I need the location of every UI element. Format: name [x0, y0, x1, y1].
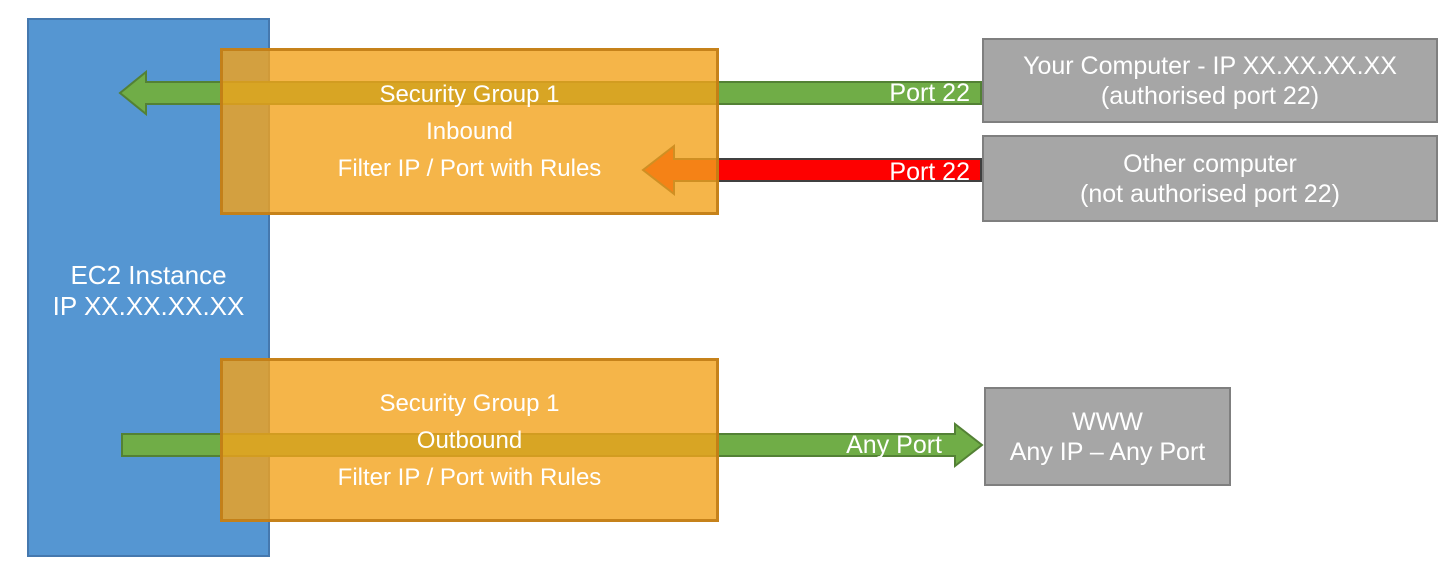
www-text: WWW Any IP – Any Port	[1010, 407, 1205, 467]
security-group-outbound-box: Security Group 1 Outbound Filter IP / Po…	[220, 358, 719, 522]
www-line2: Any IP – Any Port	[1009, 437, 1206, 466]
your-computer-line2: (authorised port 22)	[1100, 81, 1320, 110]
security-group-outbound-text: Security Group 1 Outbound Filter IP / Po…	[338, 385, 602, 496]
other-computer-text: Other computer (not authorised port 22)	[1080, 149, 1340, 209]
security-group-outbound-title: Security Group 1	[379, 389, 560, 417]
security-group-outbound-rule: Filter IP / Port with Rules	[337, 463, 602, 491]
ec2-instance-label: EC2 Instance IP XX.XX.XX.XX	[29, 260, 268, 322]
your-computer-text: Your Computer - IP XX.XX.XX.XX (authoris…	[1023, 51, 1397, 111]
security-group-inbound-rule: Filter IP / Port with Rules	[337, 155, 602, 182]
port22-allowed-label: Port 22	[889, 79, 970, 107]
your-computer-box: Your Computer - IP XX.XX.XX.XX (authoris…	[982, 38, 1438, 123]
security-group-inbound-title: Security Group 1	[379, 81, 560, 108]
ec2-instance-name: EC2 Instance	[70, 260, 227, 290]
other-computer-box: Other computer (not authorised port 22)	[982, 135, 1438, 222]
other-computer-line1: Other computer	[1123, 149, 1297, 178]
security-group-outbound-direction: Outbound	[416, 426, 523, 454]
security-group-inbound-box: Security Group 1 Inbound Filter IP / Por…	[220, 48, 719, 215]
other-computer-line2: (not authorised port 22)	[1080, 179, 1340, 208]
port22-blocked-label: Port 22	[889, 158, 970, 186]
www-line1: WWW	[1072, 407, 1143, 436]
security-group-inbound-text: Security Group 1 Inbound Filter IP / Por…	[338, 76, 602, 187]
security-group-inbound-direction: Inbound	[426, 118, 513, 145]
your-computer-line1: Your Computer - IP XX.XX.XX.XX	[1023, 51, 1397, 80]
www-box: WWW Any IP – Any Port	[984, 387, 1231, 486]
anyport-label: Any Port	[846, 431, 942, 459]
ec2-instance-ip: IP XX.XX.XX.XX	[52, 291, 245, 321]
